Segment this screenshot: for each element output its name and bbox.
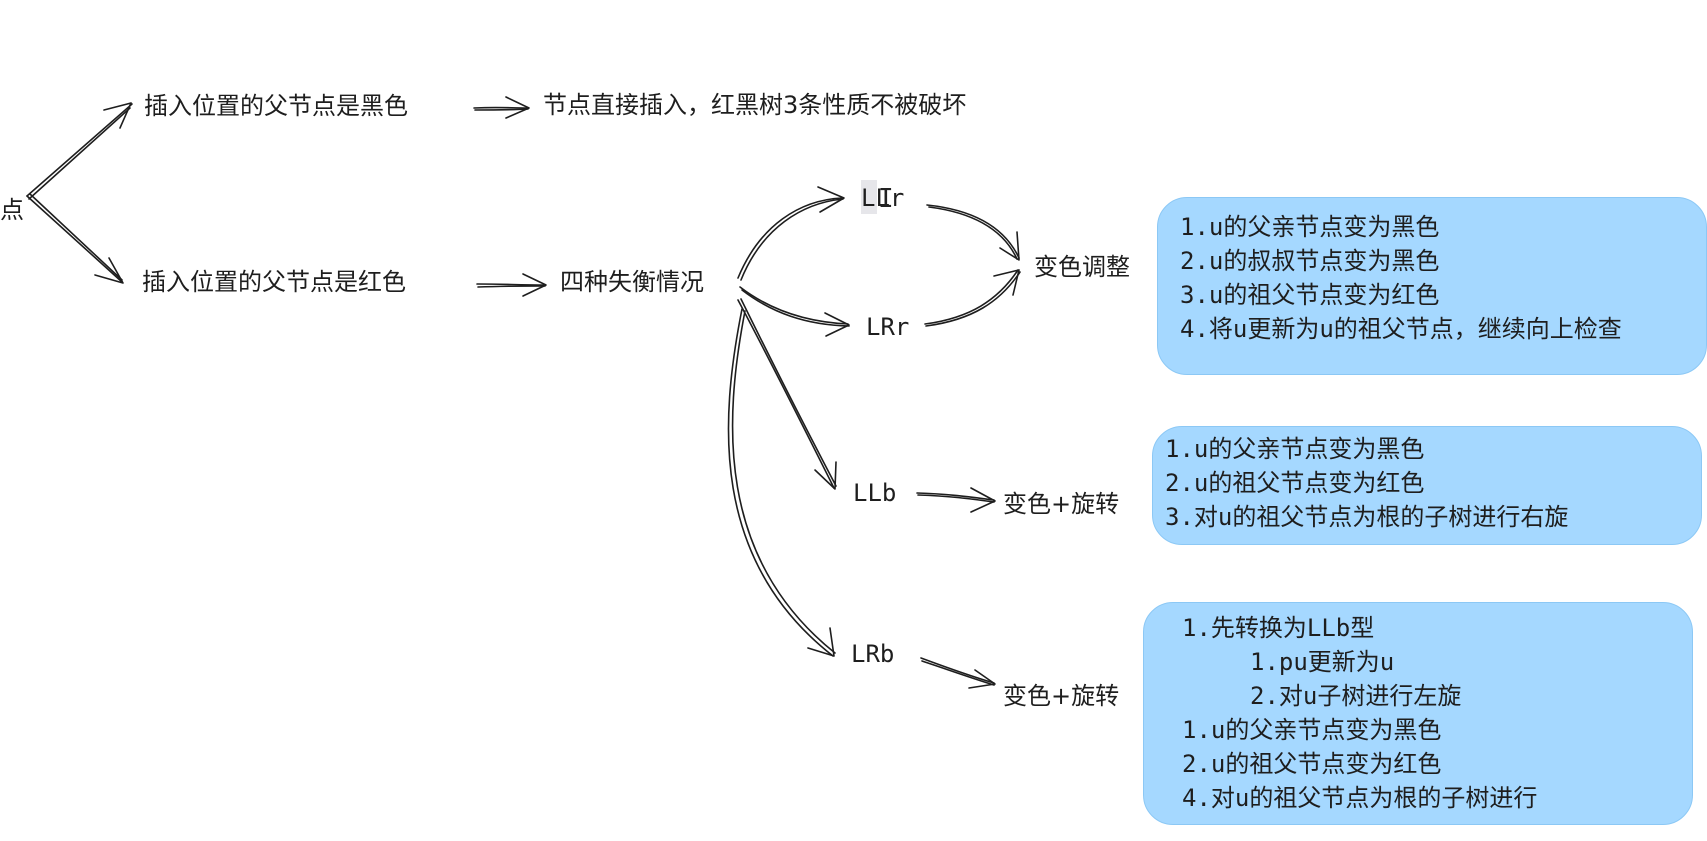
parent-red-label: 插入位置的父节点是红色	[142, 268, 406, 296]
recolor-step-2: 2.u的叔叔节点变为黑色	[1180, 247, 1440, 275]
recolor-adjust-label: 变色调整	[1034, 253, 1130, 281]
case-llr-label: LLr	[861, 184, 905, 212]
arrow-llr-to-recolor	[926, 204, 1020, 261]
llb-step-3: 3.对u的祖父节点为根的子树进行右旋	[1165, 503, 1569, 531]
lrb-substep-2: 2.对u子树进行左旋	[1250, 682, 1462, 710]
parent-black-result: 节点直接插入，红黑树3条性质不被破坏	[543, 91, 967, 119]
arrow-llb-to-rotate	[916, 487, 996, 513]
lrb-step-4: 4.对u的祖父节点为根的子树进行	[1182, 784, 1538, 812]
four-imbalance-cases-label: 四种失衡情况	[560, 268, 704, 296]
arrow-red-to-cases	[476, 273, 547, 297]
arrow-to-llr	[737, 186, 845, 281]
arrow-root-to-black	[26, 102, 133, 200]
parent-black-label: 插入位置的父节点是黑色	[144, 92, 408, 120]
recolor-steps-box: 1.u的父亲节点变为黑色 2.u的叔叔节点变为黑色 3.u的祖父节点变为红色 4…	[1157, 197, 1707, 375]
arrow-to-lrr	[739, 286, 850, 337]
lrb-substep-1: 1.pu更新为u	[1250, 648, 1395, 676]
text-selection-highlight	[861, 180, 877, 214]
arrow-root-to-red	[26, 193, 124, 284]
lrb-recolor-rotate-label: 变色+旋转	[1003, 682, 1120, 710]
arrow-to-lrb	[727, 308, 836, 657]
llb-step-1: 1.u的父亲节点变为黑色	[1165, 435, 1425, 463]
arrow-black-to-result	[473, 96, 530, 119]
llb-step-2: 2.u的祖父节点变为红色	[1165, 469, 1425, 497]
arrow-to-llb	[737, 298, 837, 490]
case-lrr-label: LRr	[866, 313, 910, 341]
lrb-steps-box: 1.先转换为LLb型 1.pu更新为u 2.对u子树进行左旋 1.u的父亲节点变…	[1143, 602, 1693, 825]
recolor-step-3: 3.u的祖父节点变为红色	[1180, 281, 1440, 309]
case-lrb-label: LRb	[851, 640, 895, 668]
lrb-step-1: 1.u的父亲节点变为黑色	[1182, 716, 1442, 744]
llb-steps-box: 1.u的父亲节点变为黑色 2.u的祖父节点变为红色 3.对u的祖父节点为根的子树…	[1152, 426, 1702, 545]
lrb-step-convert: 1.先转换为LLb型	[1182, 614, 1375, 642]
root-node-label: 点	[0, 196, 24, 224]
text-cursor-icon: I	[878, 184, 894, 214]
arrow-lrb-to-rotate	[920, 657, 996, 689]
lrb-step-2: 2.u的祖父节点变为红色	[1182, 750, 1442, 778]
recolor-step-1: 1.u的父亲节点变为黑色	[1180, 213, 1440, 241]
case-llb-label: LLb	[853, 479, 897, 507]
llb-recolor-rotate-label: 变色+旋转	[1003, 490, 1120, 518]
recolor-step-4: 4.将u更新为u的祖父节点，继续向上检查	[1180, 315, 1622, 343]
arrow-lrr-to-recolor	[924, 269, 1021, 327]
